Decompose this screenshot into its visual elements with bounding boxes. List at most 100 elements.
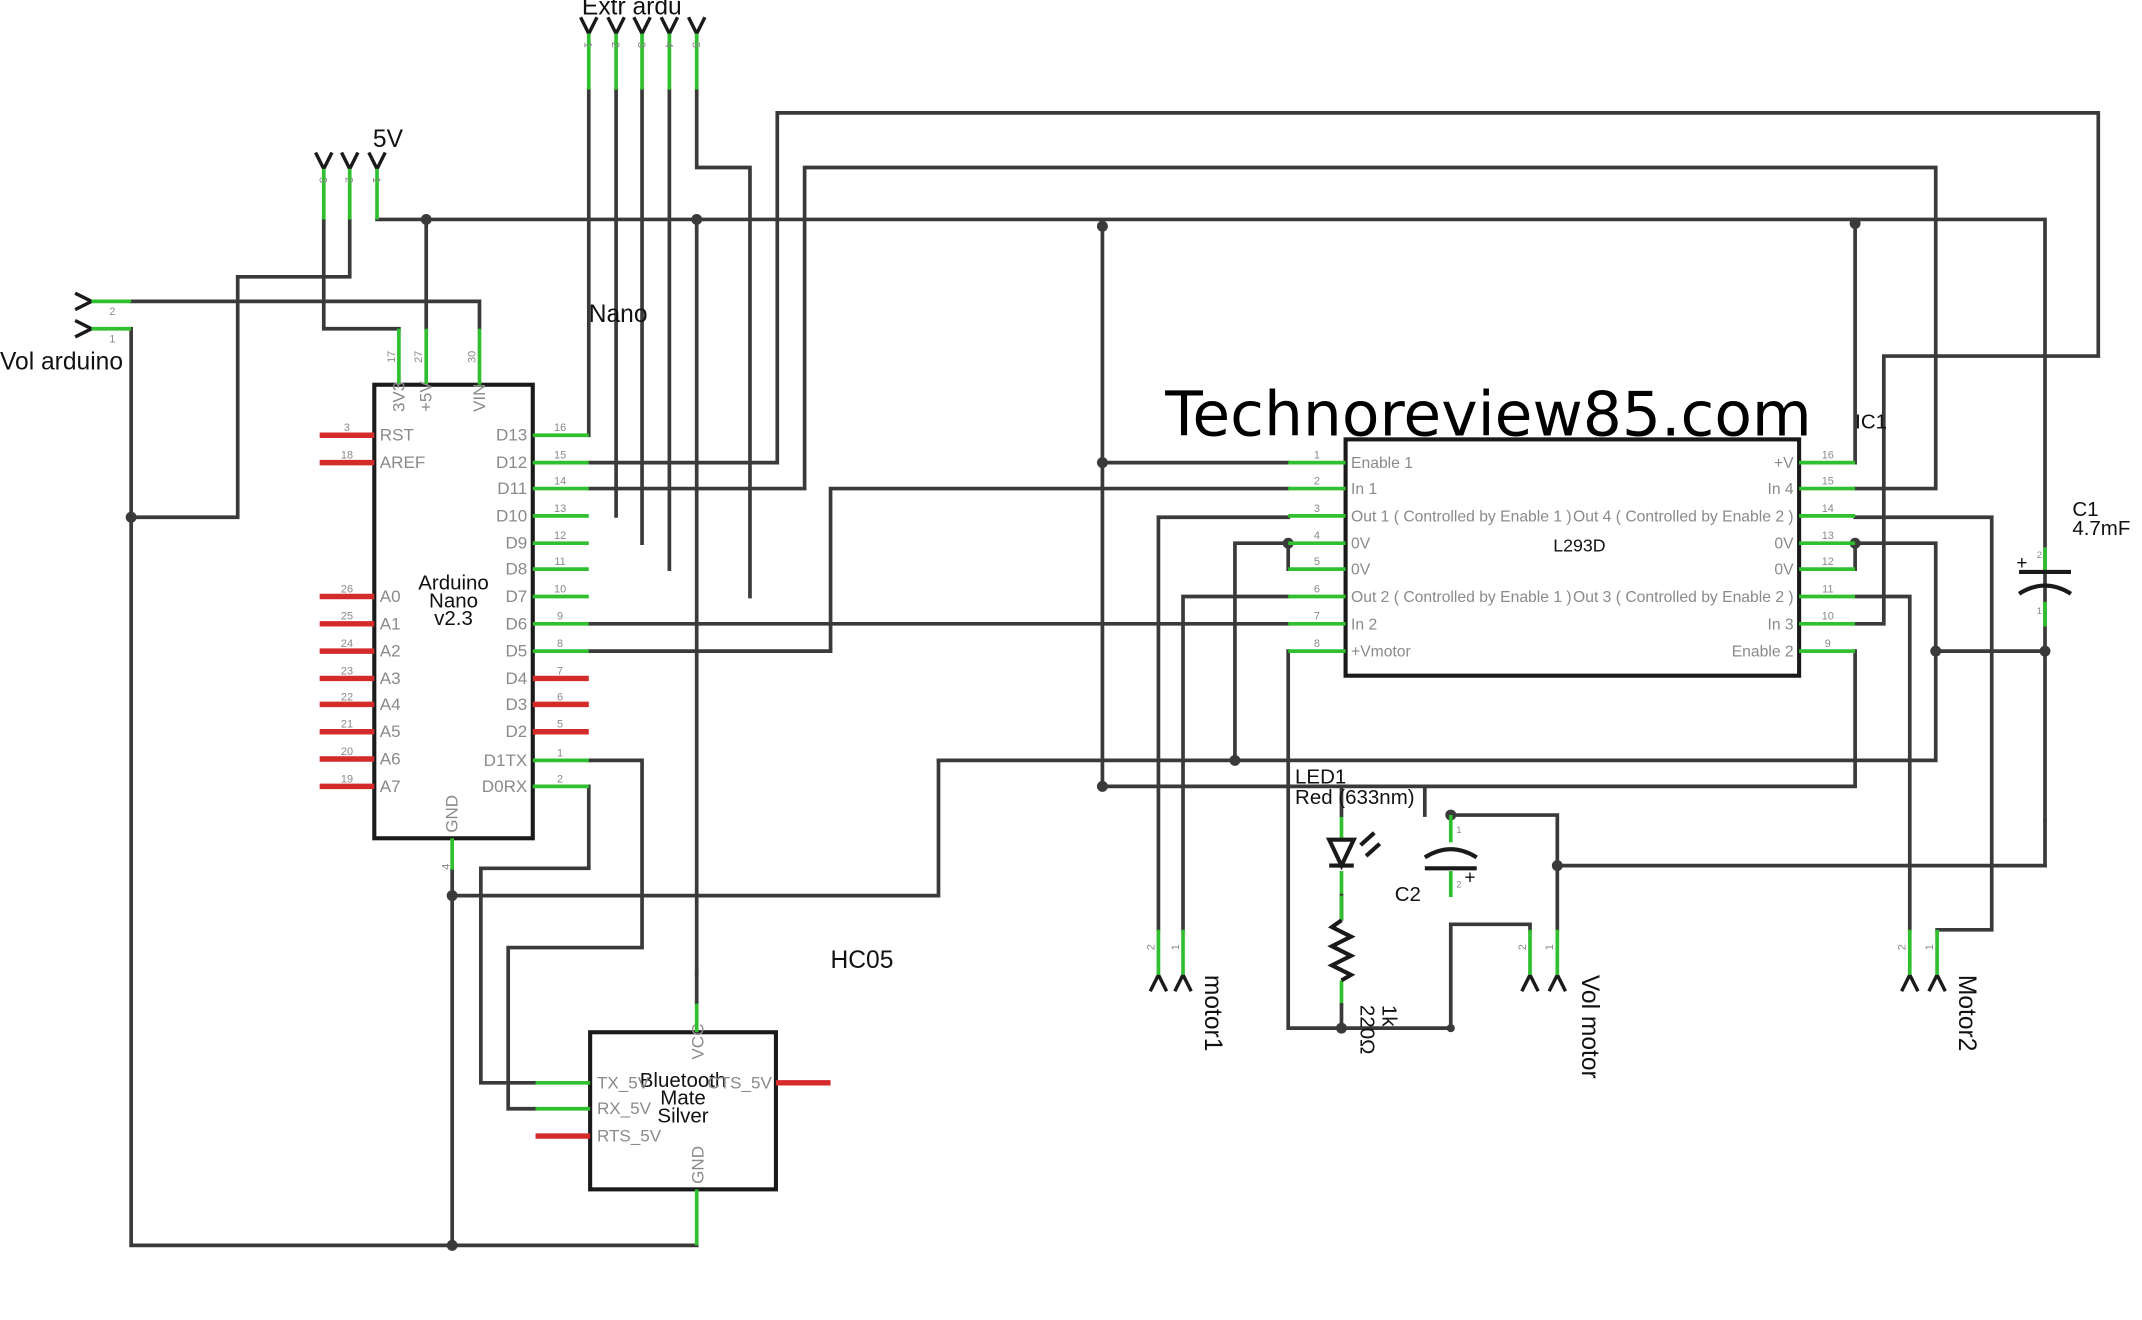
c2-curved-plate (1423, 847, 1478, 860)
arduino-pin-num: 14 (554, 475, 566, 487)
junction-dot (1551, 860, 1563, 872)
connector-pin-arrow (74, 291, 96, 312)
nano-label: Nano (589, 301, 648, 328)
schematic-wire (321, 217, 401, 331)
connector-pin-num: 2 (609, 42, 621, 48)
l293d-pin-label: 0V (1351, 536, 1371, 553)
l293d-pin-num: 9 (1825, 638, 1831, 650)
l293d-pin-label: Out 1 ( Controlled by Enable 1 ) (1351, 508, 1572, 525)
l293d-pin-label: +V (1774, 455, 1794, 472)
resistor: 1k 220Ω (1327, 895, 1400, 1054)
bt-title-line: Silver (657, 1104, 708, 1127)
connector-pin-num: 2 (1145, 944, 1157, 950)
l293d-pin-num: 15 (1822, 475, 1834, 487)
l293d-pin-num: 14 (1822, 503, 1834, 515)
connector-pin-num: 2 (1517, 944, 1529, 950)
connector-pin-arrow (1148, 971, 1169, 993)
schematic-wire (1448, 922, 1532, 932)
connector-pin-num: 3 (317, 177, 329, 183)
junction-dot (1849, 218, 1861, 230)
c1-pin-num: 1 (2037, 606, 2042, 617)
connector-pin-arrow (1900, 971, 1920, 993)
arduino-pin-num: 3 (344, 422, 350, 434)
connector-pin-num: 3 (635, 42, 647, 48)
arduino-pin-label: A4 (380, 695, 401, 714)
l293d-pin-label: 0V (1774, 562, 1794, 579)
l293d-pin-label: In 3 (1767, 616, 1793, 633)
connector-vol-motor: Vol motor 2 1 (1517, 929, 1603, 1079)
five-v-label: 5V (373, 126, 404, 153)
l293d-pin-label: Out 4 ( Controlled by Enable 2 ) (1573, 508, 1794, 525)
watermark: Technoreview85.com (1164, 379, 1812, 450)
l293d-label: L293D (1553, 535, 1605, 555)
resistor-zigzag (1327, 918, 1356, 983)
vol-motor-label: Vol motor (1576, 975, 1603, 1079)
junction-dot (1096, 220, 1108, 232)
led1: LED1 Red (633nm) (1295, 766, 1415, 921)
l293d-pin-num: 16 (1822, 450, 1834, 462)
arduino-pin-label: D2 (505, 722, 527, 741)
schematic-wire (586, 486, 1291, 653)
connector-pin-num: 1 (1170, 944, 1182, 950)
arduino-pin-label: D10 (496, 506, 527, 525)
arduino-pin-label: D9 (505, 534, 527, 553)
l293d-pin-num: 11 (1822, 583, 1833, 595)
c1-curved-plate (2017, 583, 2073, 596)
connector-pin-arrow (1927, 971, 1947, 993)
connector-pin-num: 1 (582, 42, 594, 48)
arduino-gnd-num: 4 (440, 864, 452, 870)
arduino-pin-num: 11 (554, 556, 565, 568)
led-arrow (1364, 842, 1382, 858)
l293d-pin-num: 10 (1822, 611, 1834, 623)
connector-pin-arrow (314, 151, 334, 173)
schematic-wire (1100, 224, 1857, 789)
arduino-pin-num: 2 (557, 773, 563, 785)
led-triangle (1325, 837, 1358, 871)
l293d-pin-num: 5 (1314, 556, 1320, 568)
arduino-pin-label: D13 (496, 426, 527, 445)
l293d-pin-num: 2 (1314, 475, 1320, 487)
arduino-pin-label: D7 (505, 587, 527, 606)
l293d-pin-num: 13 (1822, 530, 1834, 542)
arduino-pin-num: 19 (341, 773, 353, 785)
schematic-wire (129, 326, 699, 1248)
arduino-nano: Nano Arduino Nano v2.3 GND 4 RST3AREF18A… (319, 301, 648, 870)
schematic-wire (1853, 594, 1912, 932)
bt-title-line: Bluetooth (640, 1069, 727, 1092)
connector-pin-arrow (686, 16, 707, 38)
l293d-pin-label: 0V (1774, 536, 1794, 553)
connector-pin-num: 1 (370, 177, 382, 183)
bt-vcc-label: VCC (689, 1024, 708, 1060)
bluetooth-body (588, 1030, 778, 1192)
connector-pin-arrow (339, 151, 360, 173)
l293d-pin-num: 6 (1314, 583, 1320, 595)
vol-arduino-label: Vol arduino (0, 349, 123, 376)
junction-dot (1446, 1024, 1455, 1033)
connector-pin-num: 2 (1897, 944, 1909, 950)
arduino-gnd-label: GND (443, 795, 462, 833)
schematic-wire (694, 87, 752, 599)
schematic-wire (1448, 813, 1560, 932)
connector-pin-num: 1 (1544, 944, 1556, 950)
junction-dot (1930, 645, 1942, 657)
arduino-title-line: v2.3 (434, 607, 473, 630)
bt-gnd-label: GND (689, 1146, 708, 1184)
arduino-pin-label: D5 (505, 642, 527, 661)
junction-dot (691, 213, 703, 225)
extr-ardu-label: Extr ardu (582, 0, 682, 21)
arduino-pin-label: D0RX (482, 777, 528, 796)
hc05-label: HC05 (831, 947, 894, 974)
connector-pin-num: 5 (690, 42, 702, 48)
schematic-wire (129, 217, 352, 520)
connector-pin-num: 1 (109, 333, 115, 345)
arduino-title-line: Arduino (418, 572, 489, 595)
connector-pin-num: 2 (343, 177, 355, 183)
arduino-pin-num: 24 (341, 638, 353, 650)
capacitor-c2: + C2 1 2 (1395, 815, 1478, 906)
arduino-pin-num: 18 (341, 450, 353, 462)
arduino-pin-num: 6 (557, 691, 563, 703)
